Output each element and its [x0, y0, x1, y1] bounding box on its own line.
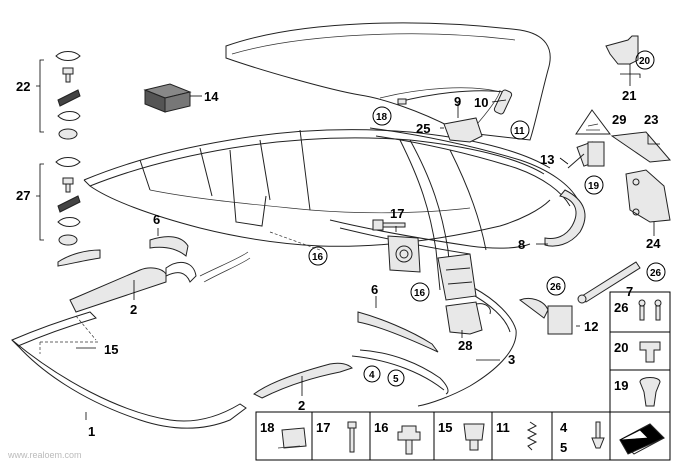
legend-label-16: 16 — [374, 420, 388, 435]
warning-triangle-29 — [575, 109, 611, 135]
label-18-circled: 18 — [376, 112, 388, 123]
label-10: 10 — [474, 95, 488, 110]
seal-front-upper — [11, 311, 97, 347]
legend-label-15: 15 — [438, 420, 452, 435]
hinge-bracket — [437, 253, 477, 301]
part-23 — [610, 131, 672, 163]
label-17: 17 — [390, 206, 404, 221]
label-26-circled-a: 26 — [550, 282, 562, 293]
rail-end-piece — [544, 189, 586, 247]
legend-label-5: 5 — [560, 440, 567, 455]
label-16-circled-a: 16 — [312, 252, 324, 263]
label-27: 27 — [16, 188, 30, 203]
bracket-21 — [605, 35, 639, 65]
label-1: 1 — [88, 424, 95, 439]
watermark: www.realoem.com — [7, 450, 82, 460]
part-3-side — [417, 287, 517, 407]
label-25: 25 — [416, 121, 430, 136]
switch-12 — [518, 297, 573, 335]
label-16-circled-b: 16 — [414, 288, 426, 299]
seal-1 — [11, 339, 247, 429]
label-26-circled-b: 26 — [650, 268, 662, 279]
legend-label-19: 19 — [614, 378, 628, 393]
seal-2-lower — [253, 362, 353, 399]
label-14: 14 — [204, 89, 219, 104]
part-3-seal — [359, 349, 449, 395]
wire-end — [397, 98, 407, 105]
part-14-box — [143, 83, 192, 113]
legend-box-bottom — [255, 411, 671, 461]
legend-label-26: 26 — [614, 300, 628, 315]
leader-lines — [76, 64, 660, 420]
label-20-circled: 20 — [639, 56, 651, 67]
bolt-17 — [372, 219, 406, 231]
label-2-upper: 2 — [130, 302, 137, 317]
legend-label-20: 20 — [614, 340, 628, 355]
label-4-circled: 4 — [369, 370, 375, 381]
label-8: 8 — [518, 237, 525, 252]
top-frame — [83, 129, 551, 291]
label-11-circled: 11 — [514, 126, 525, 137]
label-6-lower: 6 — [371, 282, 378, 297]
legend-label-18: 18 — [260, 420, 274, 435]
label-28: 28 — [458, 338, 472, 353]
hardware-group-22 — [36, 51, 81, 140]
gas-strut-7 — [577, 261, 641, 304]
hardware-group-27 — [36, 157, 101, 267]
legend-label-11: 11 — [496, 420, 510, 435]
label-12: 12 — [584, 319, 598, 334]
label-5-circled: 5 — [393, 374, 399, 385]
seal-2-upper — [69, 267, 167, 313]
bracket-24 — [625, 169, 671, 223]
label-6-upper: 6 — [153, 212, 160, 227]
side-rail-strip-inner — [375, 135, 571, 207]
damper-10 — [493, 89, 513, 115]
label-24: 24 — [646, 236, 661, 251]
label-19-circled: 19 — [588, 181, 600, 192]
tension-wire — [397, 90, 506, 103]
label-22: 22 — [16, 79, 30, 94]
legend-label-4: 4 — [560, 420, 568, 435]
label-7: 7 — [626, 284, 633, 299]
part-6-upper — [149, 236, 189, 257]
bracket-16 — [387, 235, 421, 273]
seal-strip — [199, 251, 249, 277]
part-25 — [443, 117, 483, 143]
part-6-lower — [357, 311, 439, 353]
label-29: 29 — [612, 112, 626, 127]
seal-2-end — [165, 261, 197, 283]
label-2-lower: 2 — [298, 398, 305, 413]
bracket-28 — [445, 301, 483, 335]
label-15: 15 — [104, 342, 118, 357]
circled-labels — [308, 50, 666, 387]
label-9: 9 — [454, 94, 461, 109]
side-rail-strip — [369, 127, 579, 201]
label-21: 21 — [622, 88, 636, 103]
sensor-13 — [567, 141, 605, 169]
label-13: 13 — [540, 152, 554, 167]
label-23: 23 — [644, 112, 658, 127]
label-3: 3 — [508, 352, 515, 367]
legend-label-17: 17 — [316, 420, 330, 435]
